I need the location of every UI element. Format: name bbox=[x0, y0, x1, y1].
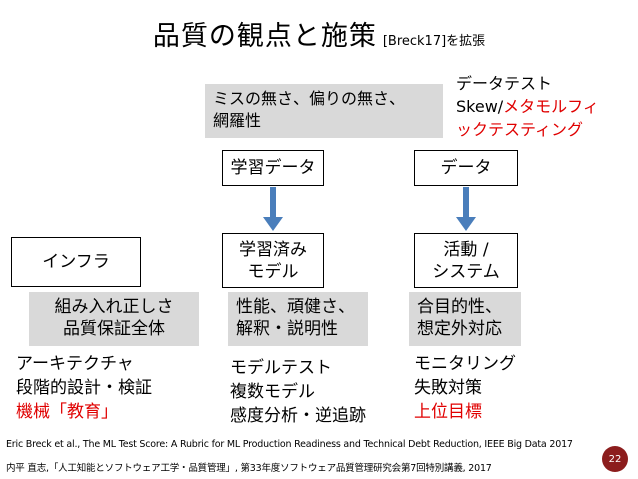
quality-line: 組み入れ正しさ bbox=[54, 297, 174, 317]
data-test-note: データテスト Skew/メタモルフィ ックテスティング bbox=[456, 72, 599, 141]
title-citation: [Breck17]を拡張 bbox=[382, 34, 486, 49]
quality-line: 品質保証全体 bbox=[63, 319, 165, 339]
measure-item: アーキテクチャ bbox=[16, 354, 134, 374]
measures-infra: アーキテクチャ 段階的設計・検証 機械「教育」 bbox=[16, 352, 152, 424]
node-label: 学習済み bbox=[239, 239, 307, 260]
title-main: 品質の観点と施策 bbox=[152, 21, 377, 52]
node-label: インフラ bbox=[42, 252, 110, 272]
quality-line: 想定外対応 bbox=[417, 319, 502, 339]
arrow-data-to-system-head bbox=[456, 217, 476, 231]
measure-item: 失敗対策 bbox=[414, 378, 482, 398]
skew-text: Skew/ bbox=[456, 97, 504, 116]
quality-line: 合目的性、 bbox=[417, 297, 502, 317]
measure-item-emphasis: 上位目標 bbox=[414, 402, 482, 422]
page-number: 22 bbox=[608, 453, 622, 465]
node-training-data: 学習データ bbox=[222, 150, 324, 186]
node-label: データ bbox=[440, 158, 492, 178]
quality-model: 性能、頑健さ、 解釈・説明性 bbox=[228, 292, 368, 346]
measure-item: 複数モデル bbox=[230, 382, 315, 402]
measure-item: 感度分析・逆追跡 bbox=[230, 406, 366, 426]
measures-system: モニタリング 失敗対策 上位目標 bbox=[414, 352, 516, 424]
measure-item: 段階的設計・検証 bbox=[16, 378, 152, 398]
training-data-quality-note: ミスの無さ、偏りの無さ、 網羅性 bbox=[205, 84, 443, 138]
note-line: Skew/メタモルフィ bbox=[456, 95, 599, 118]
node-label: システム bbox=[432, 261, 500, 282]
note-line: ックテスティング bbox=[456, 120, 584, 139]
arrow-training-data-to-model-head bbox=[263, 217, 283, 231]
node-label: 活動 / bbox=[443, 239, 489, 260]
footer-reference-1: Eric Breck et al., The ML Test Score: A … bbox=[6, 439, 573, 450]
footer-reference-2: 内平 直志,「人工知能とソフトウェア工学・品質管理」, 第33年度ソフトウェア品… bbox=[6, 463, 492, 474]
quality-line: 解釈・説明性 bbox=[236, 319, 338, 339]
page-number-badge: 22 bbox=[602, 446, 628, 472]
slide-title: 品質の観点と施策 [Breck17]を拡張 bbox=[0, 14, 638, 53]
node-label: モデル bbox=[247, 261, 299, 282]
measure-item: モニタリング bbox=[414, 354, 516, 374]
metamorphic-text: メタモルフィ bbox=[503, 97, 599, 116]
measure-item-emphasis: 機械「教育」 bbox=[16, 402, 118, 422]
node-trained-model: 学習済み モデル bbox=[222, 233, 324, 288]
measures-model: モデルテスト 複数モデル 感度分析・逆追跡 bbox=[230, 356, 366, 428]
note-line: 網羅性 bbox=[213, 111, 262, 130]
quality-line: 性能、頑健さ、 bbox=[236, 297, 355, 317]
node-data: データ bbox=[414, 150, 518, 186]
measure-item: モデルテスト bbox=[230, 358, 332, 378]
note-line: ミスの無さ、偏りの無さ、 bbox=[213, 89, 406, 108]
quality-system: 合目的性、 想定外対応 bbox=[409, 292, 521, 346]
node-label: 学習データ bbox=[230, 158, 316, 178]
node-infra: インフラ bbox=[11, 237, 141, 287]
node-activity-system: 活動 / システム bbox=[414, 233, 518, 288]
quality-infra: 組み入れ正しさ 品質保証全体 bbox=[29, 292, 199, 346]
note-line: データテスト bbox=[456, 74, 553, 93]
